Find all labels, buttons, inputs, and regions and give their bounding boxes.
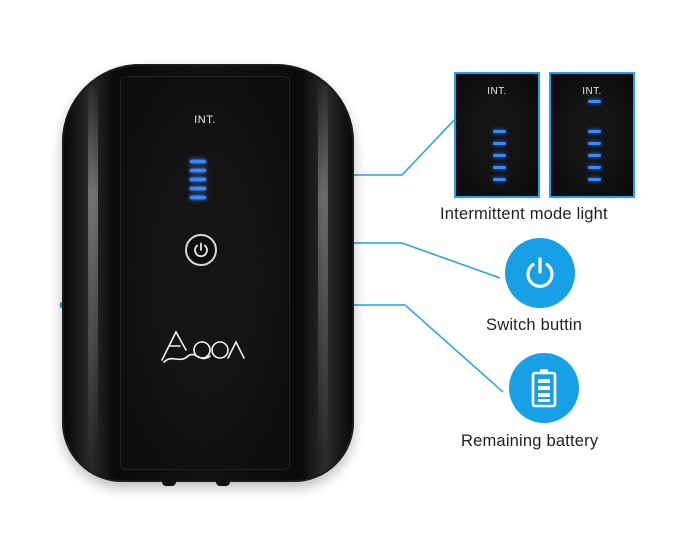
thumbnail-int-label: INT. bbox=[582, 86, 602, 97]
led-bar bbox=[588, 142, 601, 145]
left-highlight bbox=[88, 84, 98, 454]
caption-battery: Remaining battery bbox=[461, 432, 599, 450]
power-icon bbox=[194, 242, 208, 258]
top-led-bar bbox=[588, 100, 601, 103]
led-bar bbox=[493, 178, 506, 181]
led-bar bbox=[190, 196, 206, 199]
power-icon bbox=[526, 257, 554, 288]
led-bar bbox=[588, 154, 601, 157]
caption-intermittent-mode: Intermittent mode light bbox=[440, 205, 608, 223]
led-bar bbox=[493, 154, 506, 157]
led-bar bbox=[493, 166, 506, 169]
led-bar bbox=[493, 142, 506, 145]
led-bar bbox=[190, 169, 206, 172]
led-bar bbox=[588, 166, 601, 169]
thumbnail-led-indicator bbox=[493, 130, 506, 190]
led-bar bbox=[190, 178, 206, 181]
thumbnail-led-indicator bbox=[588, 130, 601, 190]
thumbnail-int-label: INT. bbox=[487, 86, 507, 97]
battery-callout-icon bbox=[509, 353, 579, 423]
int-thumbnail-1: INT. bbox=[454, 72, 540, 198]
air-pump-device: INT. bbox=[62, 64, 354, 486]
battery-icon bbox=[531, 369, 557, 408]
int-thumbnail-2: INT. bbox=[549, 72, 635, 198]
front-panel: INT. bbox=[120, 76, 290, 470]
led-bar bbox=[190, 160, 206, 163]
led-bar bbox=[493, 130, 506, 133]
device-feet bbox=[162, 476, 242, 486]
led-bar bbox=[190, 187, 206, 190]
power-button[interactable] bbox=[185, 234, 217, 266]
brand-logo bbox=[161, 330, 245, 363]
led-bar bbox=[588, 130, 601, 133]
led-bar bbox=[588, 178, 601, 181]
caption-switch: Switch buttin bbox=[486, 316, 583, 334]
led-indicator bbox=[190, 160, 208, 205]
right-highlight bbox=[318, 84, 328, 454]
foot bbox=[216, 478, 230, 486]
switch-callout-icon bbox=[505, 238, 575, 308]
int-label: INT. bbox=[194, 114, 216, 126]
foot bbox=[162, 478, 176, 486]
